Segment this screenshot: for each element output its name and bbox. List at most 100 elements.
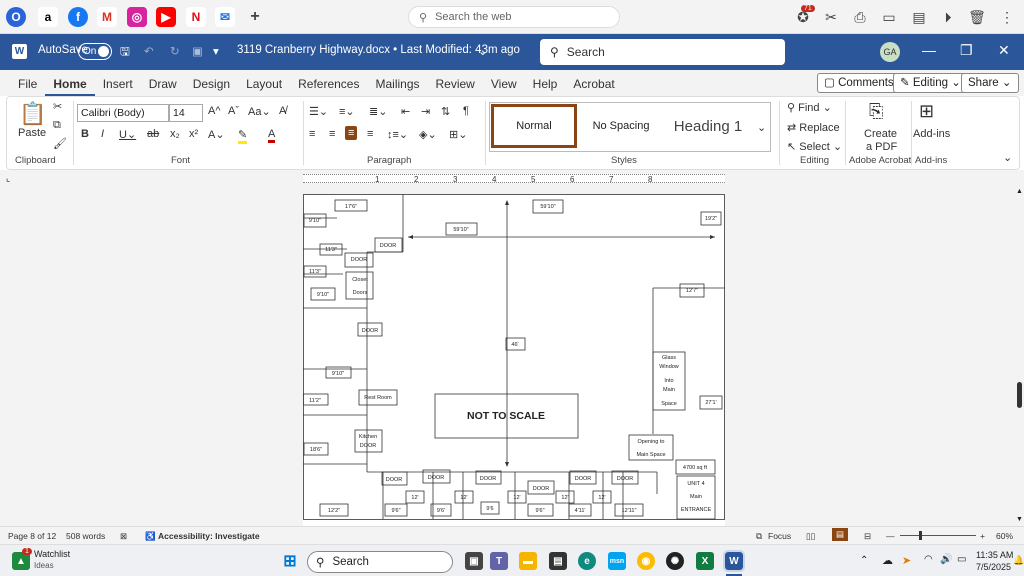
netflix-favicon[interactable]: N — [186, 7, 206, 27]
restore-icon[interactable]: ❐ — [960, 42, 973, 58]
replace-button[interactable]: ⇄ Replace — [787, 122, 840, 134]
taskbar-search[interactable]: ⚲Search — [307, 551, 453, 573]
wifi-icon[interactable]: ◠ — [924, 554, 933, 565]
line-spacing-icon[interactable]: ↕≡⌄ — [387, 129, 409, 141]
zoom-in-icon[interactable]: + — [980, 531, 985, 541]
print-icon[interactable]: ⎙ — [854, 9, 866, 25]
zoom-slider-thumb[interactable] — [919, 531, 922, 540]
decrease-indent-icon[interactable]: ⇤ — [401, 106, 411, 118]
battery-icon[interactable]: ▭ — [957, 554, 967, 565]
store-icon[interactable]: ▤ — [549, 552, 567, 570]
style-normal[interactable]: Normal — [491, 104, 577, 148]
tab-stop-icon[interactable]: ⌞ — [6, 173, 11, 183]
customize-toolbar-icon[interactable]: ▾ — [213, 46, 219, 58]
addins-icon[interactable]: ⊞ — [919, 101, 935, 121]
borders-icon[interactable]: ⊞⌄ — [449, 129, 468, 141]
accessibility-status[interactable]: Accessibility: Investigate — [158, 531, 260, 541]
play-icon[interactable]: ⏵ — [944, 9, 952, 25]
zoom-slider[interactable] — [900, 535, 976, 536]
bullets-icon[interactable]: ☰⌄ — [309, 106, 329, 118]
save-icon[interactable]: 🖫 — [120, 46, 130, 58]
chatgpt-icon[interactable]: ✺ — [666, 552, 684, 570]
subscript-icon[interactable]: x₂ — [170, 128, 180, 140]
align-right-icon[interactable]: ≡ — [345, 126, 358, 140]
styles-more-icon[interactable]: ⌄ — [757, 122, 767, 134]
scroll-down-icon[interactable]: ▼ — [1016, 516, 1023, 523]
tab-mailings[interactable]: Mailings — [375, 77, 420, 91]
paste-button[interactable]: Paste — [18, 127, 47, 139]
word-search-input[interactable]: ⚲Search — [540, 39, 785, 65]
clock-time[interactable]: 11:35 AM — [976, 550, 1014, 560]
mail-favicon[interactable]: ✉ — [215, 7, 235, 27]
edge-icon[interactable]: e — [578, 552, 596, 570]
outlook-favicon[interactable]: O — [6, 7, 26, 27]
scissors-icon[interactable]: ✂ — [825, 9, 837, 25]
chevron-down-icon[interactable]: ⌄ — [478, 46, 488, 58]
file-explorer-icon[interactable]: ▬ — [519, 552, 537, 570]
highlight-icon[interactable]: ✎ — [238, 128, 248, 144]
add-favorite-icon[interactable]: + — [250, 8, 260, 25]
ruler-bar[interactable]: 1 2 3 4 5 6 7 8 — [303, 174, 725, 184]
clear-formatting-icon[interactable]: A̸ — [279, 105, 287, 117]
msn-icon[interactable]: msn — [608, 552, 626, 570]
tab-view[interactable]: View — [490, 77, 517, 91]
underline-icon[interactable]: U⌄ — [119, 129, 137, 141]
tab-review[interactable]: Review — [435, 77, 475, 91]
gmail-favicon[interactable]: M — [97, 7, 117, 27]
tab-layout[interactable]: Layout — [246, 77, 283, 91]
undo-icon[interactable]: ↶ — [144, 46, 154, 58]
word-count[interactable]: 508 words — [66, 531, 106, 541]
notification-bell-icon[interactable]: 🔔 — [1013, 555, 1024, 565]
shading-icon[interactable]: ◈⌄ — [419, 129, 437, 141]
chevron-up-icon[interactable]: ⌃ — [860, 555, 869, 566]
cloud-icon[interactable]: ☁ — [882, 555, 893, 567]
addins-button[interactable]: Add-ins — [913, 128, 951, 140]
instagram-favicon[interactable]: ◎ — [127, 7, 147, 27]
trash-icon[interactable]: 🗑 — [968, 9, 986, 25]
avatar[interactable]: GA — [880, 42, 900, 62]
youtube-favicon[interactable]: ▶ — [156, 7, 176, 27]
zoom-level[interactable]: 60% — [996, 531, 1014, 541]
bold-icon[interactable]: B — [81, 128, 89, 140]
zoom-out-icon[interactable]: — — [886, 531, 895, 541]
document-title[interactable]: 3119 Cranberry Highway.docx • Last Modif… — [237, 44, 520, 56]
align-left-icon[interactable]: ≡ — [309, 128, 316, 140]
windows-start-icon[interactable]: ⊞ — [283, 553, 297, 570]
read-mode-icon[interactable]: ▯▯ — [806, 531, 816, 541]
tab-help[interactable]: Help — [532, 77, 558, 91]
comments-button[interactable]: ▢ Comments — [817, 73, 901, 93]
shrink-font-icon[interactable]: Aˇ — [228, 105, 239, 117]
close-icon[interactable]: ✕ — [998, 42, 1010, 58]
tab-file[interactable]: File — [18, 77, 38, 91]
cut-icon[interactable]: ✂ — [53, 101, 63, 113]
change-case-icon[interactable]: Aa⌄ — [248, 106, 271, 118]
proofing-icon[interactable]: ⊠ — [120, 531, 128, 541]
scroll-up-icon[interactable]: ▲ — [1016, 188, 1023, 195]
font-name-select[interactable]: Calibri (Body) — [77, 104, 169, 122]
justify-icon[interactable]: ≡ — [367, 128, 374, 140]
tab-insert[interactable]: Insert — [102, 77, 133, 91]
focus-button[interactable]: Focus — [768, 531, 792, 541]
task-view-icon[interactable]: ▣ — [465, 552, 483, 570]
show-marks-icon[interactable]: ¶ — [463, 105, 469, 117]
autosave-toggle[interactable]: On — [78, 43, 112, 60]
stock-widget-icon[interactable]: ▲ — [12, 552, 30, 570]
web-search-input[interactable]: ⚲Search the web — [408, 6, 620, 28]
pdf-icon[interactable]: ⎘ — [869, 101, 884, 121]
rewards-icon[interactable]: ✪ — [797, 9, 809, 25]
tab-references[interactable]: References — [298, 77, 360, 91]
minimize-icon[interactable]: — — [922, 42, 936, 58]
paste-icon[interactable]: 📋 — [19, 101, 47, 126]
clipboard-icon[interactable]: ▤ — [912, 9, 926, 25]
tab-draw[interactable]: Draw — [148, 77, 177, 91]
style-no-spacing[interactable]: No Spacing — [581, 104, 661, 148]
sort-icon[interactable]: ⇅ — [441, 106, 451, 118]
align-center-icon[interactable]: ≡ — [329, 128, 336, 140]
multilevel-list-icon[interactable]: ≣⌄ — [369, 106, 388, 118]
print-layout-icon[interactable]: ▤ — [832, 528, 849, 541]
more-icon[interactable]: ⋮ — [1000, 9, 1014, 25]
text-effects-icon[interactable]: A⌄ — [208, 129, 225, 141]
format-painter-icon[interactable]: 🖌 — [53, 138, 67, 150]
tab-home[interactable]: Home — [45, 70, 95, 96]
strikethrough-icon[interactable]: ab — [147, 128, 160, 140]
